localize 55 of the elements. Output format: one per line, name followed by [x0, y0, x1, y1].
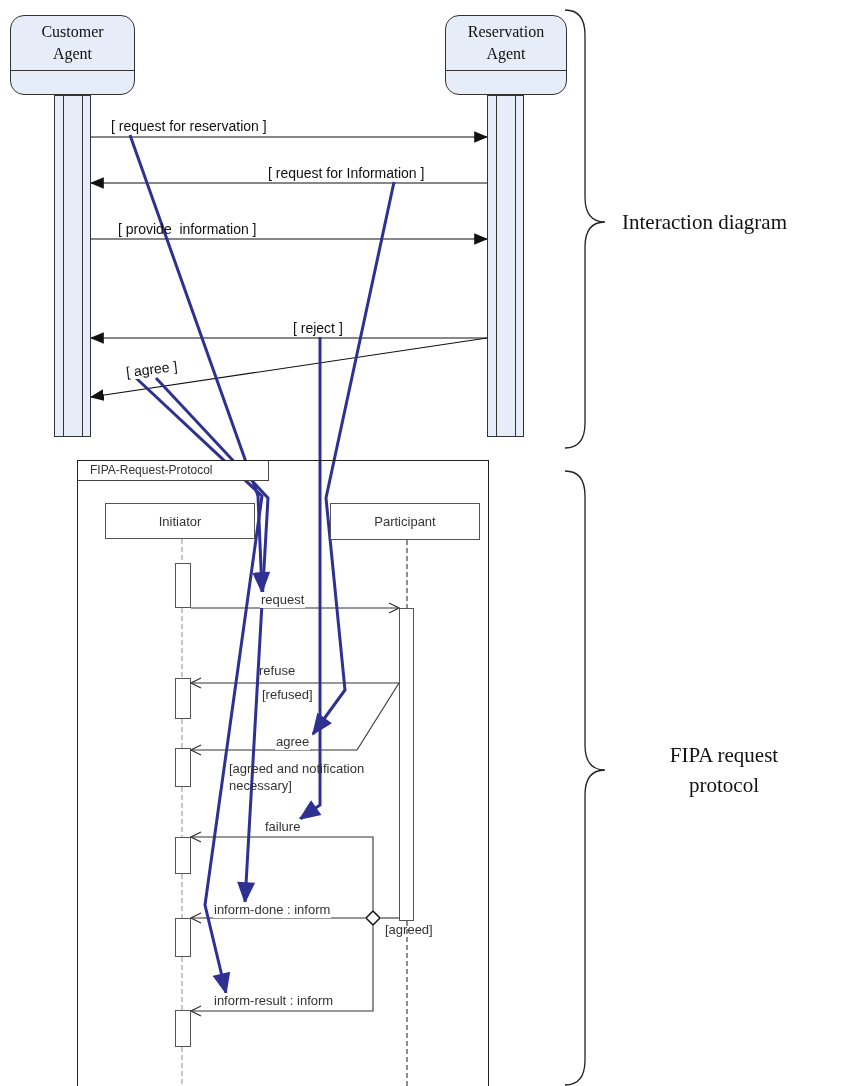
mapping-arrow	[154, 376, 270, 904]
mapping-arrow	[134, 376, 264, 995]
lifeline	[406, 920, 408, 1086]
role-box	[330, 503, 480, 540]
message-arrow	[89, 337, 488, 401]
message-label: [ request for reservation ]	[110, 118, 268, 134]
message-arrow	[89, 332, 488, 344]
message-label: [ reject ]	[292, 320, 344, 336]
lifeline	[406, 539, 408, 609]
message-arrow	[190, 912, 366, 924]
section-label: FIPA request protocol	[668, 742, 780, 799]
activation-box	[175, 563, 191, 608]
mapping-arrow	[311, 181, 396, 736]
message-label: [ request for Information ]	[267, 165, 426, 181]
lifeline	[181, 718, 183, 749]
role-name: Initiator	[158, 513, 202, 529]
role-name: Participant	[374, 514, 436, 529]
message-label: inform-done : inform	[213, 902, 332, 918]
lifeline-bar	[54, 95, 91, 437]
guard-condition: [agreed]	[385, 921, 433, 938]
activation-box	[175, 1010, 191, 1047]
lifeline-bar	[487, 95, 524, 437]
lifeline	[181, 1046, 183, 1086]
role-box	[105, 503, 255, 539]
message-arrow	[90, 233, 489, 245]
message-arrow	[190, 677, 400, 689]
section-label: Interaction diagram	[622, 209, 787, 236]
lifeline	[181, 786, 183, 838]
agent-head-box	[445, 15, 567, 95]
activation-box	[175, 748, 191, 787]
message-arrow	[190, 831, 374, 911]
edge-label: refuse	[258, 663, 297, 679]
message-arrow	[190, 602, 400, 614]
message-arrow	[190, 925, 374, 1017]
activation-bar	[399, 608, 414, 921]
lifeline	[181, 607, 183, 679]
message-arrow	[89, 177, 488, 189]
message-arrow	[190, 682, 400, 756]
mapping-arrow	[298, 337, 322, 821]
frame-box	[77, 460, 489, 1086]
frame-title: FIPA-Request-Protocol	[78, 461, 269, 481]
agent-name: Reservation Agent	[466, 22, 546, 65]
lifeline	[181, 873, 183, 919]
connector-line	[380, 917, 400, 919]
agent-head-box	[10, 15, 135, 95]
mapping-arrow	[128, 134, 271, 594]
activation-box	[175, 918, 191, 957]
guard-condition: [refused]	[262, 686, 313, 703]
message-label: [ agree ]	[124, 357, 180, 381]
message-arrow	[90, 131, 489, 143]
agent-name: Customer Agent	[40, 22, 105, 65]
activation-box	[175, 678, 191, 719]
lifeline	[181, 956, 183, 1011]
activation-box	[175, 837, 191, 874]
message-label: request	[260, 592, 306, 608]
